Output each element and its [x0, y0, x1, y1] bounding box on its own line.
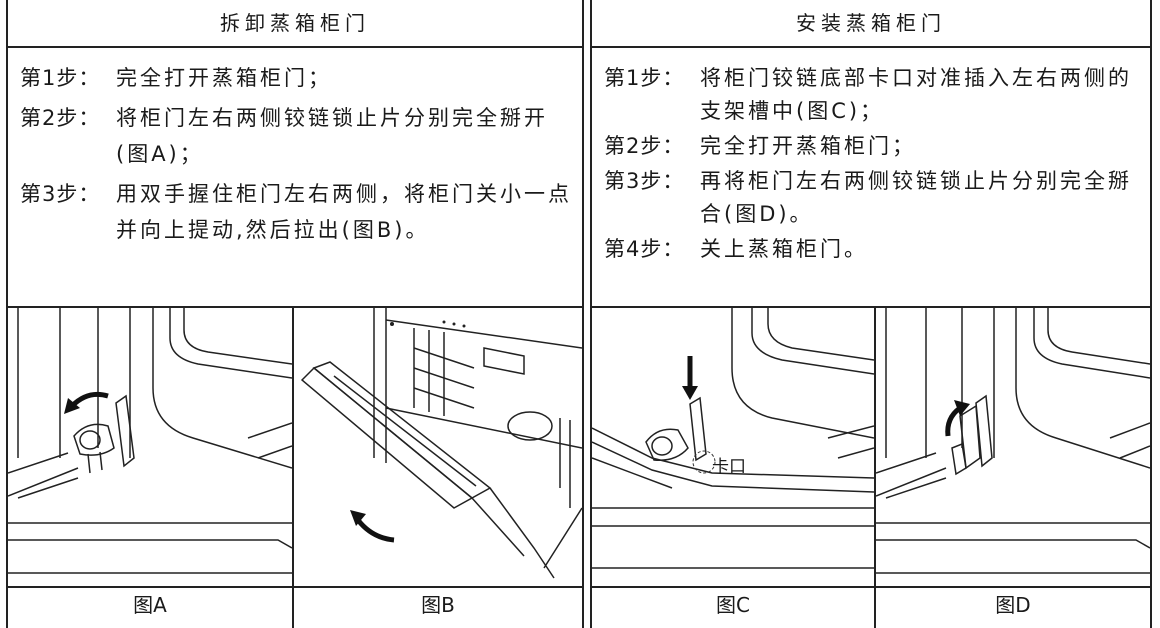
step-label: 第1步：	[20, 66, 101, 90]
install-door-title: 安装蒸箱柜门	[796, 11, 946, 35]
divider	[8, 306, 582, 308]
figure-c-caption: 图C	[716, 593, 750, 617]
figure-d-caption: 图D	[995, 593, 1031, 617]
figure-d-illustration	[876, 308, 1150, 586]
step-3: 第3步： 再将柜门左右两侧铰链锁止片分别完全掰合(图D)。	[604, 165, 1144, 231]
install-steps: 第1步： 将柜门铰链底部卡口对准插入左右两侧的支架槽中(图C)； 第2步： 完全…	[604, 62, 1144, 268]
step-text: 将柜门左右两侧铰链锁止片分别完全掰开(图A)；	[116, 106, 548, 166]
figure-c-illustration: 卡口	[592, 308, 874, 586]
divider	[592, 586, 1150, 588]
step-2: 第2步： 完全打开蒸箱柜门；	[604, 130, 1144, 163]
divider	[8, 586, 582, 588]
figure-b-illustration	[294, 308, 582, 586]
step-label: 第4步：	[604, 237, 685, 261]
step-label: 第3步：	[20, 182, 101, 206]
figure-a-illustration	[8, 308, 292, 586]
step-text: 将柜门铰链底部卡口对准插入左右两侧的支架槽中(图C)；	[700, 66, 1132, 123]
step-label: 第3步：	[604, 169, 685, 193]
figure-a-caption: 图A	[133, 593, 167, 617]
step-label: 第2步：	[604, 134, 685, 158]
step-text: 完全打开蒸箱柜门；	[700, 134, 916, 158]
step-text: 完全打开蒸箱柜门；	[116, 66, 332, 90]
install-door-panel: 安装蒸箱柜门 第1步： 将柜门铰链底部卡口对准插入左右两侧的支架槽中(图C)； …	[590, 0, 1152, 628]
step-label: 第1步：	[604, 66, 685, 90]
step-text: 关上蒸箱柜门。	[700, 237, 868, 261]
latch-callout-label: 卡口	[712, 457, 746, 477]
remove-door-panel: 拆卸蒸箱柜门 第1步： 完全打开蒸箱柜门； 第2步： 将柜门左右两侧铰链锁止片分…	[6, 0, 584, 628]
remove-door-title: 拆卸蒸箱柜门	[220, 11, 370, 35]
step-2: 第2步： 将柜门左右两侧铰链锁止片分别完全掰开(图A)；	[20, 100, 576, 172]
step-text: 再将柜门左右两侧铰链锁止片分别完全掰合(图D)。	[700, 169, 1132, 226]
divider	[592, 306, 1150, 308]
figure-b-caption: 图B	[421, 593, 455, 617]
step-label: 第2步：	[20, 106, 101, 130]
step-1: 第1步： 完全打开蒸箱柜门；	[20, 60, 576, 96]
divider	[592, 46, 1150, 48]
step-text: 用双手握住柜门左右两侧，将柜门关小一点并向上提动,然后拉出(图B)。	[116, 182, 572, 242]
step-4: 第4步： 关上蒸箱柜门。	[604, 233, 1144, 266]
divider	[8, 46, 582, 48]
divider	[292, 306, 294, 628]
step-1: 第1步： 将柜门铰链底部卡口对准插入左右两侧的支架槽中(图C)；	[604, 62, 1144, 128]
divider	[874, 306, 876, 628]
remove-steps: 第1步： 完全打开蒸箱柜门； 第2步： 将柜门左右两侧铰链锁止片分别完全掰开(图…	[20, 60, 576, 252]
step-3: 第3步： 用双手握住柜门左右两侧，将柜门关小一点并向上提动,然后拉出(图B)。	[20, 176, 576, 248]
